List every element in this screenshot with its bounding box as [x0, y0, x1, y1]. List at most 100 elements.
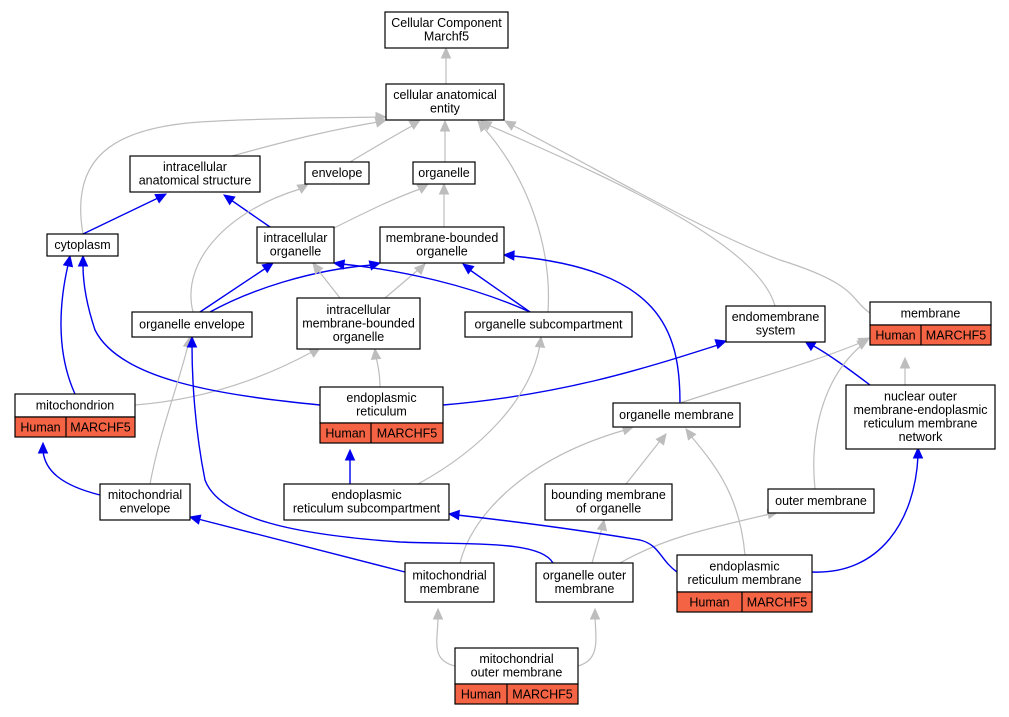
- node-label: intracellular: [163, 160, 227, 174]
- node-orgmem[interactable]: organelle membrane: [612, 402, 741, 428]
- node-box: [454, 647, 579, 685]
- arrowhead: [432, 607, 444, 620]
- node-label: membrane: [901, 306, 961, 320]
- arrowhead: [344, 448, 356, 461]
- edge-ermem-to-nomerm: [811, 446, 924, 573]
- node-label: reticulum membrane: [688, 573, 802, 587]
- node-label: membrane-endoplasmic: [853, 403, 987, 417]
- edge-er-to-cytoplasm: [77, 254, 321, 406]
- edge-line: [80, 116, 379, 235]
- node-nomerm[interactable]: nuclear outermembrane-endoplasmicreticul…: [845, 384, 996, 450]
- node-box: [384, 11, 509, 49]
- edge-line: [625, 440, 661, 485]
- edge-bmo-to-orgmem: [625, 433, 667, 485]
- node-label: outer membrane: [775, 494, 867, 508]
- node-orgenv[interactable]: organelle envelope: [131, 311, 253, 338]
- node-label: envelope: [120, 502, 171, 516]
- edge-er-to-imbo: [370, 347, 382, 388]
- edge-line: [689, 434, 746, 556]
- edge-orgenv-to-envelope: [190, 183, 310, 313]
- edge-line: [456, 514, 678, 573]
- arrowhead: [413, 263, 426, 276]
- edge-line: [199, 267, 267, 313]
- arrowhead: [685, 428, 697, 441]
- node-label: membrane: [420, 582, 480, 596]
- arrowhead: [439, 119, 451, 132]
- node-label: organelle outer: [543, 569, 626, 583]
- node-label: organelle membrane: [619, 408, 734, 422]
- node-box: [676, 554, 813, 593]
- node-label: network: [899, 430, 944, 444]
- edge-line: [349, 125, 413, 163]
- annotation-row: [676, 591, 813, 613]
- arrowhead: [222, 194, 236, 206]
- node-label: of organelle: [576, 502, 641, 516]
- edge-nomerm-to-endosys: [803, 340, 871, 386]
- arrowhead: [375, 111, 388, 123]
- node-box: [99, 483, 191, 521]
- node-label: reticulum: [356, 405, 407, 419]
- node-organelle[interactable]: organelle: [412, 161, 476, 185]
- node-label: anatomical structure: [139, 174, 252, 188]
- edge-orgmem-to-mbo: [502, 250, 681, 404]
- node-cytoplasm[interactable]: cytoplasm: [46, 233, 119, 257]
- edge-mitooutmem-to-orgoutmem: [577, 607, 601, 667]
- edge-ersub-to-er: [344, 448, 356, 484]
- edge-mitoenv-to-orgenv: [149, 335, 194, 485]
- annotation-row: [319, 422, 444, 444]
- node-label: system: [756, 324, 796, 338]
- edge-outmem-to-membrane: [813, 339, 870, 490]
- node-label: mitochondrion: [36, 398, 115, 412]
- edge-organelle-to-cae: [439, 119, 451, 162]
- node-label: intracellular: [264, 231, 328, 245]
- edge-line: [317, 269, 341, 299]
- node-label: organelle: [270, 245, 321, 259]
- edge-endosys-to-cae: [479, 120, 776, 307]
- edge-line: [811, 455, 919, 573]
- annotation-organism: Human: [20, 421, 60, 435]
- node-label: membrane: [555, 582, 615, 596]
- node-label: endoplasmic: [709, 560, 779, 574]
- node-label: cellular anatomical: [393, 88, 497, 102]
- node-label: membrane-bounded: [386, 231, 499, 245]
- arrowhead: [37, 441, 49, 454]
- edge-line: [442, 344, 719, 406]
- edge-cytoplasm-to-ias: [82, 193, 168, 235]
- node-envelope[interactable]: envelope: [304, 161, 370, 185]
- edge-mbo-to-organelle: [438, 182, 450, 227]
- edge-orgsub-to-mbo: [462, 263, 531, 313]
- node-label: nuclear outer: [884, 390, 957, 404]
- arrowhead: [370, 347, 382, 360]
- edge-line: [375, 356, 381, 388]
- edge-imbo-to-intraorg: [312, 262, 341, 299]
- edge-line: [679, 341, 863, 404]
- node-box: [319, 386, 444, 424]
- node-box: [46, 233, 119, 257]
- edge-line: [417, 344, 541, 485]
- node-orgsub[interactable]: organelle subcompartment: [464, 311, 633, 338]
- arrowhead: [312, 262, 324, 275]
- edge-line: [82, 197, 159, 235]
- node-box: [412, 161, 476, 185]
- node-box: [535, 562, 634, 603]
- arrowhead: [534, 335, 546, 348]
- node-label: organelle subcompartment: [475, 317, 624, 331]
- node-outmem[interactable]: outer membrane: [767, 488, 875, 514]
